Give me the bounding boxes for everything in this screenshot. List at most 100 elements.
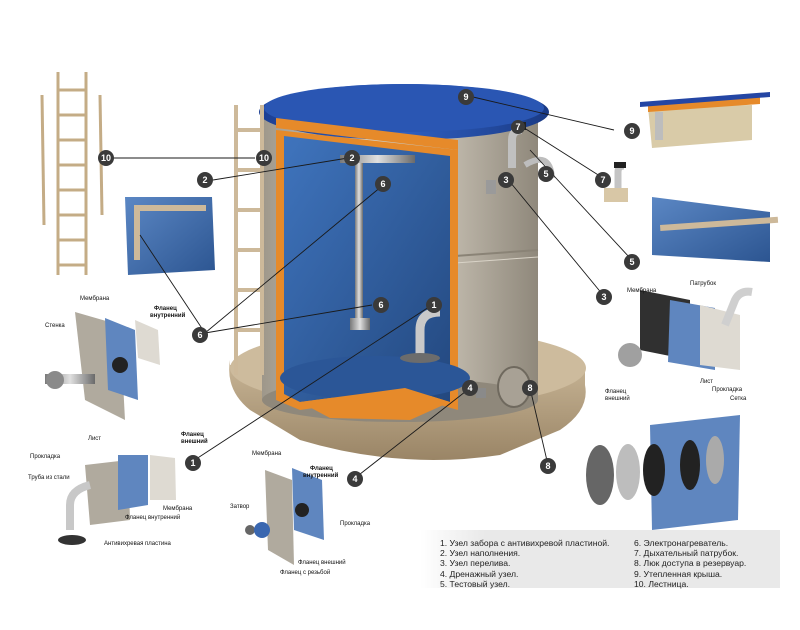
label-prokladka-4: Прокладка — [712, 387, 743, 393]
label-prokladka-1: Прокладка — [30, 454, 61, 460]
label-flanets-1: Фланец — [154, 306, 177, 312]
label-vneshniy-4: внешний — [605, 395, 630, 402]
label-flanets-2: Фланец — [181, 432, 204, 438]
marker-6b: 6 — [373, 297, 389, 313]
label-setka: Сетка — [730, 396, 747, 402]
label-antivihr: Антивихревая пластина — [104, 541, 172, 547]
marker-6-lower-number: 6 — [378, 300, 383, 310]
marker-6-number: 6 — [380, 179, 385, 189]
legend-item: 1. Узел забора с антивихревой пластиной. — [440, 538, 610, 548]
marker-1b: 1 — [185, 455, 201, 471]
marker-5: 5 — [538, 166, 554, 182]
test-exploded-assembly — [618, 287, 753, 370]
drain-exploded-assembly — [245, 468, 324, 565]
marker-6c: 6 — [192, 327, 208, 343]
legend-column-left: 1. Узел забора с антивихревой пластиной.… — [440, 538, 609, 589]
marker-4-detail-number: 4 — [352, 474, 357, 484]
marker-9: 9 — [458, 89, 474, 105]
label-prokladka-3: Прокладка — [340, 521, 371, 527]
marker-5b: 5 — [624, 254, 640, 270]
marker-8-number: 8 — [527, 383, 532, 393]
legend-item: 4. Дренажный узел. — [440, 568, 519, 579]
tank-ladder — [234, 105, 264, 375]
legend-item: 8. Люк доступа в резервуар. — [634, 558, 747, 569]
marker-2: 2 — [344, 150, 360, 166]
legend-item: 7. Дыхательный патрубок. — [634, 548, 739, 559]
label-truba: Труба из стали — [28, 475, 70, 481]
label-flanets-3: Фланец — [310, 466, 333, 472]
filling-pipe — [340, 155, 415, 330]
marker-1-number: 1 — [431, 300, 436, 310]
ladder-detail — [40, 72, 104, 275]
legend-item: 10. Лестница. — [634, 578, 689, 589]
label-membrana-1: Мембрана — [80, 296, 110, 302]
label-membrana-4: Мембрана — [627, 288, 657, 294]
label-vnutrenniy-1: внутренний — [150, 312, 186, 319]
label-membrana-3: Мембрана — [252, 451, 282, 457]
part-labels: Мембрана Фланец внутренний Стенка Лист Ф… — [28, 281, 747, 576]
label-flanets-vneshniy-3: Фланец внешний — [298, 559, 346, 566]
marker-9-number: 9 — [463, 92, 468, 102]
overflow-detail-panel — [652, 197, 779, 262]
intake-exploded-assembly — [45, 312, 160, 420]
breather-detail — [604, 162, 628, 202]
legend-item: 9. Утепленная крыша. — [634, 568, 723, 579]
marker-6-detail-number: 6 — [197, 330, 202, 340]
legend-item: 6. Электронагреватель. — [634, 538, 729, 548]
label-patrubok: Патрубок — [690, 281, 716, 287]
label-stenka: Стенка — [45, 323, 65, 329]
marker-5-number: 5 — [543, 169, 548, 179]
marker-3-number: 3 — [503, 175, 508, 185]
marker-9b: 9 — [624, 123, 640, 139]
legend-column-right: 6. Электронагреватель. 7. Дыхательный па… — [634, 538, 746, 589]
marker-1-detail-number: 1 — [190, 458, 195, 468]
marker-4-number: 4 — [467, 383, 472, 393]
label-flanets-vnutrenniy-1: Фланец внутренний — [125, 514, 180, 521]
roof-detail-panel — [640, 92, 770, 148]
antivortex-exploded-assembly — [58, 455, 176, 545]
marker-4b: 4 — [347, 471, 363, 487]
label-zatvor: Затвор — [230, 504, 250, 510]
hatch-exploded-assembly — [586, 415, 740, 530]
marker-7-number: 7 — [515, 122, 520, 132]
marker-8b: 8 — [540, 458, 556, 474]
marker-9-detail-number: 9 — [629, 126, 634, 136]
label-vnutrenniy-3: внутренний — [303, 472, 339, 479]
label-membrana-2: Мембрана — [163, 506, 193, 512]
heater-flange — [486, 180, 496, 194]
marker-8-detail-number: 8 — [545, 461, 550, 471]
label-list-4: Лист — [700, 379, 713, 385]
drain-flange — [476, 388, 486, 398]
label-flanets-rezba: Фланец с резьбой — [280, 569, 330, 576]
marker-2-detail-number: 2 — [202, 175, 207, 185]
marker-5-detail-number: 5 — [629, 257, 634, 267]
label-list-1: Лист — [88, 436, 101, 442]
marker-2b: 2 — [197, 172, 213, 188]
tank-cutaway — [276, 130, 470, 420]
leader-lines — [105, 96, 631, 479]
legend-item: 3. Узел перелива. — [440, 558, 511, 569]
label-flanets-4: Фланец — [605, 389, 627, 395]
marker-7: 7 — [511, 120, 525, 134]
legend-item: 5. Тестовый узел. — [440, 578, 510, 589]
marker-4: 4 — [462, 380, 478, 396]
marker-7b: 7 — [595, 172, 611, 188]
legend-item: 2. Узел наполнения. — [440, 548, 521, 559]
marker-10-number: 10 — [259, 153, 269, 163]
marker-8: 8 — [522, 380, 538, 396]
label-vneshniy-1: внешний — [181, 438, 208, 445]
marker-10b: 10 — [256, 150, 272, 166]
marker-3-detail-number: 3 — [601, 292, 606, 302]
insulated-roof — [259, 84, 549, 150]
heater-detail-panel — [125, 197, 215, 275]
marker-7-detail-number: 7 — [600, 175, 605, 185]
legend-panel — [420, 530, 780, 588]
marker-6: 6 — [375, 176, 391, 192]
marker-3: 3 — [498, 172, 514, 188]
marker-1: 1 — [426, 297, 442, 313]
marker-3b: 3 — [596, 289, 612, 305]
marker-2-number: 2 — [349, 153, 354, 163]
marker-10-detail-number: 10 — [101, 153, 111, 163]
marker-10: 10 — [98, 150, 114, 166]
